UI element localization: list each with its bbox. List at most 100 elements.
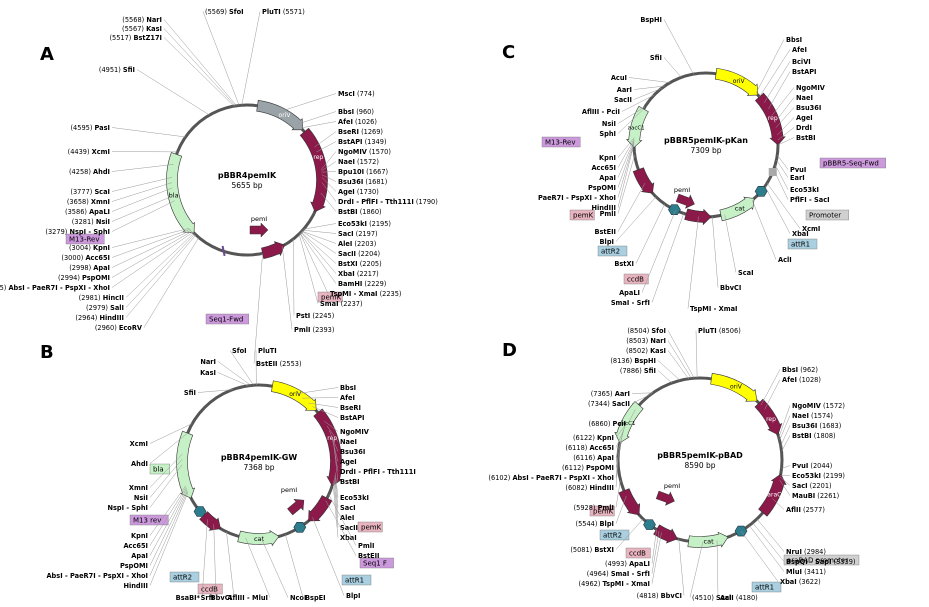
site-label: (4993) ApaLI: [605, 560, 650, 568]
site-leader: [335, 472, 339, 498]
site-label: (2994) PspOMI: [58, 274, 110, 282]
site-leader: [627, 409, 636, 424]
site-leader: [163, 28, 236, 107]
site-leader: [217, 372, 249, 386]
cat-feature: [687, 531, 729, 548]
site-leader: [312, 517, 345, 596]
site-leader: [617, 141, 635, 188]
site-label: BseRI (1269): [338, 128, 383, 136]
tag-promoter: Promoter: [809, 212, 841, 220]
feature-label: pemI: [674, 186, 690, 194]
site-label: SfiI: [184, 389, 196, 397]
site-label: SfoI: [232, 347, 247, 355]
site-leader: [615, 518, 644, 550]
site-leader: [326, 425, 339, 442]
site-leader: [301, 230, 337, 254]
site-leader: [333, 480, 339, 528]
tag-attr1-box: [751, 581, 782, 593]
plasmid-name: pBBR5pemIK-pKan: [664, 136, 748, 145]
site-label: (2979) SalI: [86, 304, 124, 312]
site-leader: [777, 117, 795, 136]
site-label: NgoMIV: [796, 84, 826, 92]
tag-m13-rev: M13-Rev: [69, 236, 99, 244]
attR2-mark: [193, 506, 207, 517]
site-label: (5569) SfoI: [205, 8, 244, 16]
site-label: (6116) ApaI: [573, 454, 614, 462]
site-leader: [308, 402, 339, 408]
site-label: AfeI: [340, 394, 355, 402]
feature-label: cat: [254, 535, 265, 543]
site-label: SacI: [340, 504, 356, 512]
site-label: NgoMIV: [340, 428, 370, 436]
site-label: NaeI: [340, 438, 357, 446]
site-leader: [771, 87, 795, 116]
site-label: (7365) AarI: [591, 390, 630, 398]
site-label: (2981) HincII: [79, 294, 124, 302]
site-leader: [149, 486, 187, 546]
site-leader: [229, 350, 254, 386]
site-leader: [777, 127, 795, 141]
site-label: Acc65I: [591, 164, 616, 172]
site-label: (6112) PspOMI: [562, 464, 614, 472]
site-label: (3000) Acc65I: [61, 254, 110, 262]
tag-arabad-box: [783, 554, 860, 566]
site-leader: [298, 233, 319, 304]
site-leader: [663, 57, 682, 78]
tag-attr1-box: [341, 574, 372, 586]
plasmid-size: 7309 bp: [691, 146, 722, 155]
site-label: BstAPI (1349): [338, 138, 387, 146]
site-leader: [149, 489, 188, 566]
site-leader: [780, 476, 791, 486]
site-leader: [111, 200, 176, 232]
site-label: NaeI (1572): [338, 158, 379, 166]
site-leader: [300, 231, 337, 264]
site-leader: [617, 137, 635, 158]
ccdB-arrow-feature: [653, 524, 678, 544]
site-leader: [111, 187, 173, 212]
site-label: BlpI: [600, 238, 614, 246]
site-label: AarI: [617, 86, 632, 94]
site-label: AcuI: [611, 74, 627, 82]
site-label: AclI (4180): [720, 594, 758, 602]
site-leader: [281, 246, 293, 330]
site-leader: [631, 393, 652, 404]
site-leader: [615, 423, 627, 438]
site-label: XbaI: [792, 230, 809, 238]
site-leader: [329, 430, 339, 452]
site-leader: [143, 237, 200, 328]
site-leader: [328, 494, 357, 546]
site-leader: [615, 196, 657, 242]
site-leader: [245, 537, 271, 598]
site-leader: [111, 231, 194, 288]
site-label: XbaI (3622): [780, 578, 821, 586]
site-label: BbvCI: [211, 594, 232, 602]
site-leader: [202, 11, 240, 106]
site-leader: [773, 169, 789, 200]
site-label: Bpu10I (1667): [338, 168, 388, 176]
site-label: BbsI: [786, 36, 802, 44]
site-label: BstXI (2205): [338, 260, 382, 268]
site-label: (4964) SmaI - SrfI: [587, 570, 650, 578]
site-leader: [724, 214, 737, 273]
feature-label: pemI: [281, 486, 297, 494]
site-label: PstI (2245): [296, 312, 334, 320]
site-label: NaeI (1574): [792, 412, 833, 420]
site-leader: [657, 360, 681, 381]
site-label: PmlI: [600, 210, 616, 218]
promoter-mark: [768, 167, 777, 176]
site-leader: [667, 330, 695, 379]
site-label: BspHI: [640, 16, 662, 24]
site-label: (4258) AhdI: [69, 168, 110, 176]
site-leader: [615, 479, 621, 508]
site-label: NaeI: [796, 94, 813, 102]
site-leader: [303, 223, 337, 230]
site-leader: [617, 142, 635, 198]
site-label: (3281) NsiI: [72, 218, 110, 226]
site-leader: [615, 459, 619, 488]
plasmid-size: 8590 bp: [685, 461, 716, 470]
site-leader: [617, 138, 635, 168]
plasmid-name: pBBR5pemIK-pBAD: [657, 451, 743, 460]
site-leader: [125, 233, 196, 308]
site-leader: [617, 108, 644, 134]
tag-arabad: araBAD promoter: [787, 557, 848, 565]
